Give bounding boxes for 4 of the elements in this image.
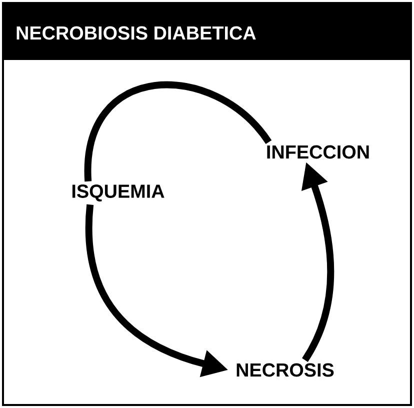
node-label: NECROSIS <box>236 363 334 377</box>
node-label: ISQUEMIA <box>72 184 164 202</box>
node-label: INFECCION <box>267 145 369 159</box>
title-bar: NECROBIOSIS DIABETICA <box>3 3 411 60</box>
